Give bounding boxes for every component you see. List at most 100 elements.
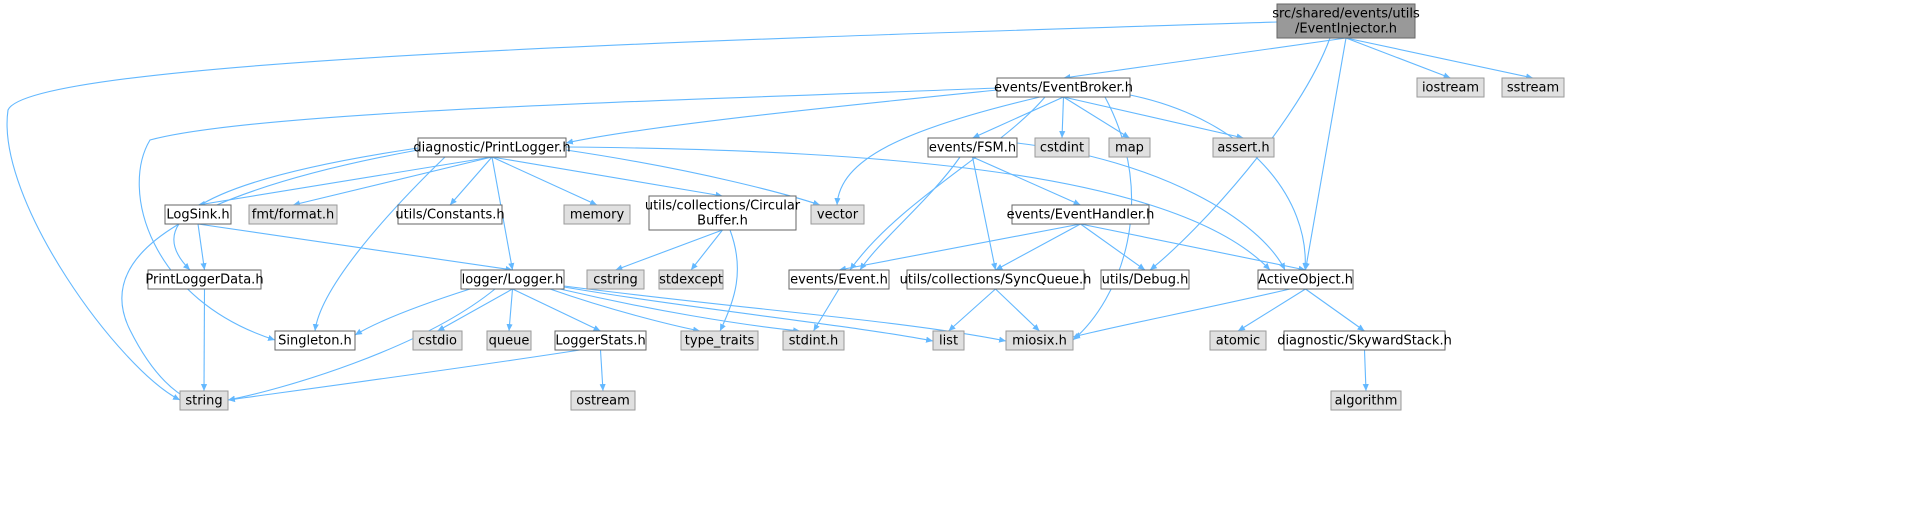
edge-eventbroker-to-miosix [1072,96,1133,341]
node-atomic[interactable]: atomic [1209,330,1267,351]
node-syncqueue[interactable]: utils/collections/SyncQueue.h [900,269,1092,290]
dependency-edges [6,21,1534,403]
edge-eventbroker-to-assert [1063,96,1244,140]
edge-root-to-iostream [1345,37,1451,79]
node-sstream[interactable]: sstream [1501,77,1565,98]
node-box-cstring [586,269,645,290]
node-logsink[interactable]: LogSink.h [164,204,232,225]
node-printlogger[interactable]: diagnostic/PrintLogger.h [413,137,571,158]
node-string[interactable]: string [179,390,229,411]
node-eventhandler[interactable]: events/EventHandler.h [1007,204,1155,225]
edge-eventbroker-to-event [849,96,1046,271]
node-label-vector: vector [817,208,859,223]
edge-printlogger-to-memory [491,156,598,206]
node-stdinth[interactable]: stdint.h [782,330,845,351]
node-cstring[interactable]: cstring [586,269,645,290]
node-typetraits[interactable]: type_traits [680,330,759,351]
node-label-typetraits: type_traits [685,334,755,349]
node-logger[interactable]: logger/Logger.h [460,269,565,290]
node-cstdio[interactable]: cstdio [412,330,463,351]
node-box-typetraits [680,330,759,351]
node-algorithm[interactable]: algorithm [1330,390,1402,411]
edge-syncqueue-to-miosix [995,288,1040,332]
node-loggerstats[interactable]: LoggerStats.h [554,330,647,351]
node-constants[interactable]: utils/Constants.h [395,204,505,225]
edge-eventhandler-to-event [838,223,1081,272]
node-fsm[interactable]: events/FSM.h [927,137,1018,158]
node-box-eventbroker [996,77,1131,98]
edge-eventhandler-to-activeobject [1080,223,1306,272]
node-box-logsink [164,204,232,225]
node-label-skyward: diagnostic/SkywardStack.h [1277,334,1452,349]
node-label-printloggerdata: PrintLoggerData.h [145,273,263,288]
edge-fsm-to-eventhandler [972,156,1081,206]
node-ostream[interactable]: ostream [570,390,636,411]
node-label-eventhandler: events/EventHandler.h [1007,208,1155,223]
edge-eventhandler-to-debug [1080,223,1146,271]
node-label-circbuf: utils/collections/Circular [645,199,801,214]
node-miosix[interactable]: miosix.h [1005,330,1074,351]
node-list[interactable]: list [932,330,965,351]
node-label-queue: queue [489,334,530,349]
node-box-memory [563,204,631,225]
node-box-atomic [1209,330,1267,351]
node-map[interactable]: map [1108,137,1151,158]
node-label-event: events/Event.h [790,273,888,288]
edge-printlogger-to-string [121,149,419,401]
edge-eventbroker-to-fsm [972,96,1064,139]
edge-logger-to-list [563,286,934,343]
node-label-string: string [185,394,222,409]
edge-eventbroker-to-vector [834,96,1041,206]
node-queue[interactable]: queue [486,330,532,351]
node-box-sstream [1501,77,1565,98]
edge-printlogger-to-singleton [312,156,446,332]
node-memory[interactable]: memory [563,204,631,225]
edge-eventhandler-to-syncqueue [995,223,1081,271]
node-box-printlogger [417,137,567,158]
node-box-vector [810,204,865,225]
edge-logger-to-stdinth [559,288,801,334]
node-label-syncqueue: utils/collections/SyncQueue.h [900,273,1092,288]
edge-activeobject-to-atomic [1237,288,1306,332]
node-box-fmt [248,204,338,225]
edge-logsink-to-printloggerdata [197,223,207,271]
node-fmt[interactable]: fmt/format.h [248,204,338,225]
node-box-miosix [1005,330,1074,351]
node-label-eventbroker: events/EventBroker.h [994,81,1133,96]
node-label-stdinth: stdint.h [789,334,838,349]
node-vector[interactable]: vector [810,204,865,225]
node-label-miosix: miosix.h [1012,334,1067,349]
node-assert[interactable]: assert.h [1212,137,1275,158]
node-cstdint[interactable]: cstdint [1034,137,1090,158]
node-iostream[interactable]: iostream [1416,77,1485,98]
edge-printlogger-to-fmt [292,156,493,207]
node-label-printlogger: diagnostic/PrintLogger.h [413,141,570,156]
edge-circbuf-to-cstring [615,229,723,271]
node-box-cstdio [412,330,463,351]
edge-root-to-eventbroker [1063,37,1347,81]
node-activeobject[interactable]: ActiveObject.h [1257,269,1354,290]
node-printloggerdata[interactable]: PrintLoggerData.h [145,269,264,290]
edge-fsm-to-syncqueue [971,156,998,271]
edge-skyward-to-algorithm [1362,349,1369,392]
node-label-singleton: Singleton.h [278,334,352,349]
node-singleton[interactable]: Singleton.h [274,330,356,351]
node-box-ostream [570,390,636,411]
node-event[interactable]: events/Event.h [788,269,890,290]
edge-printlogger-to-constants [449,156,493,206]
node-skyward[interactable]: diagnostic/SkywardStack.h [1277,330,1452,351]
node-label-root: /EventInjector.h [1295,22,1397,37]
edge-logger-to-typetraits [549,288,701,333]
node-stdexcept[interactable]: stdexcept [658,269,724,290]
edge-activeobject-to-miosix [1072,288,1291,339]
node-box-loggerstats [554,330,647,351]
node-box-syncqueue [906,269,1085,290]
edge-root-to-activeobject [1303,37,1347,271]
node-root[interactable]: src/shared/events/utils/EventInjector.h [1272,3,1420,39]
node-eventbroker[interactable]: events/EventBroker.h [994,77,1133,98]
edge-syncqueue-to-list [948,288,996,332]
edge-logger-to-queue [506,288,514,332]
node-debug[interactable]: utils/Debug.h [1100,269,1190,290]
